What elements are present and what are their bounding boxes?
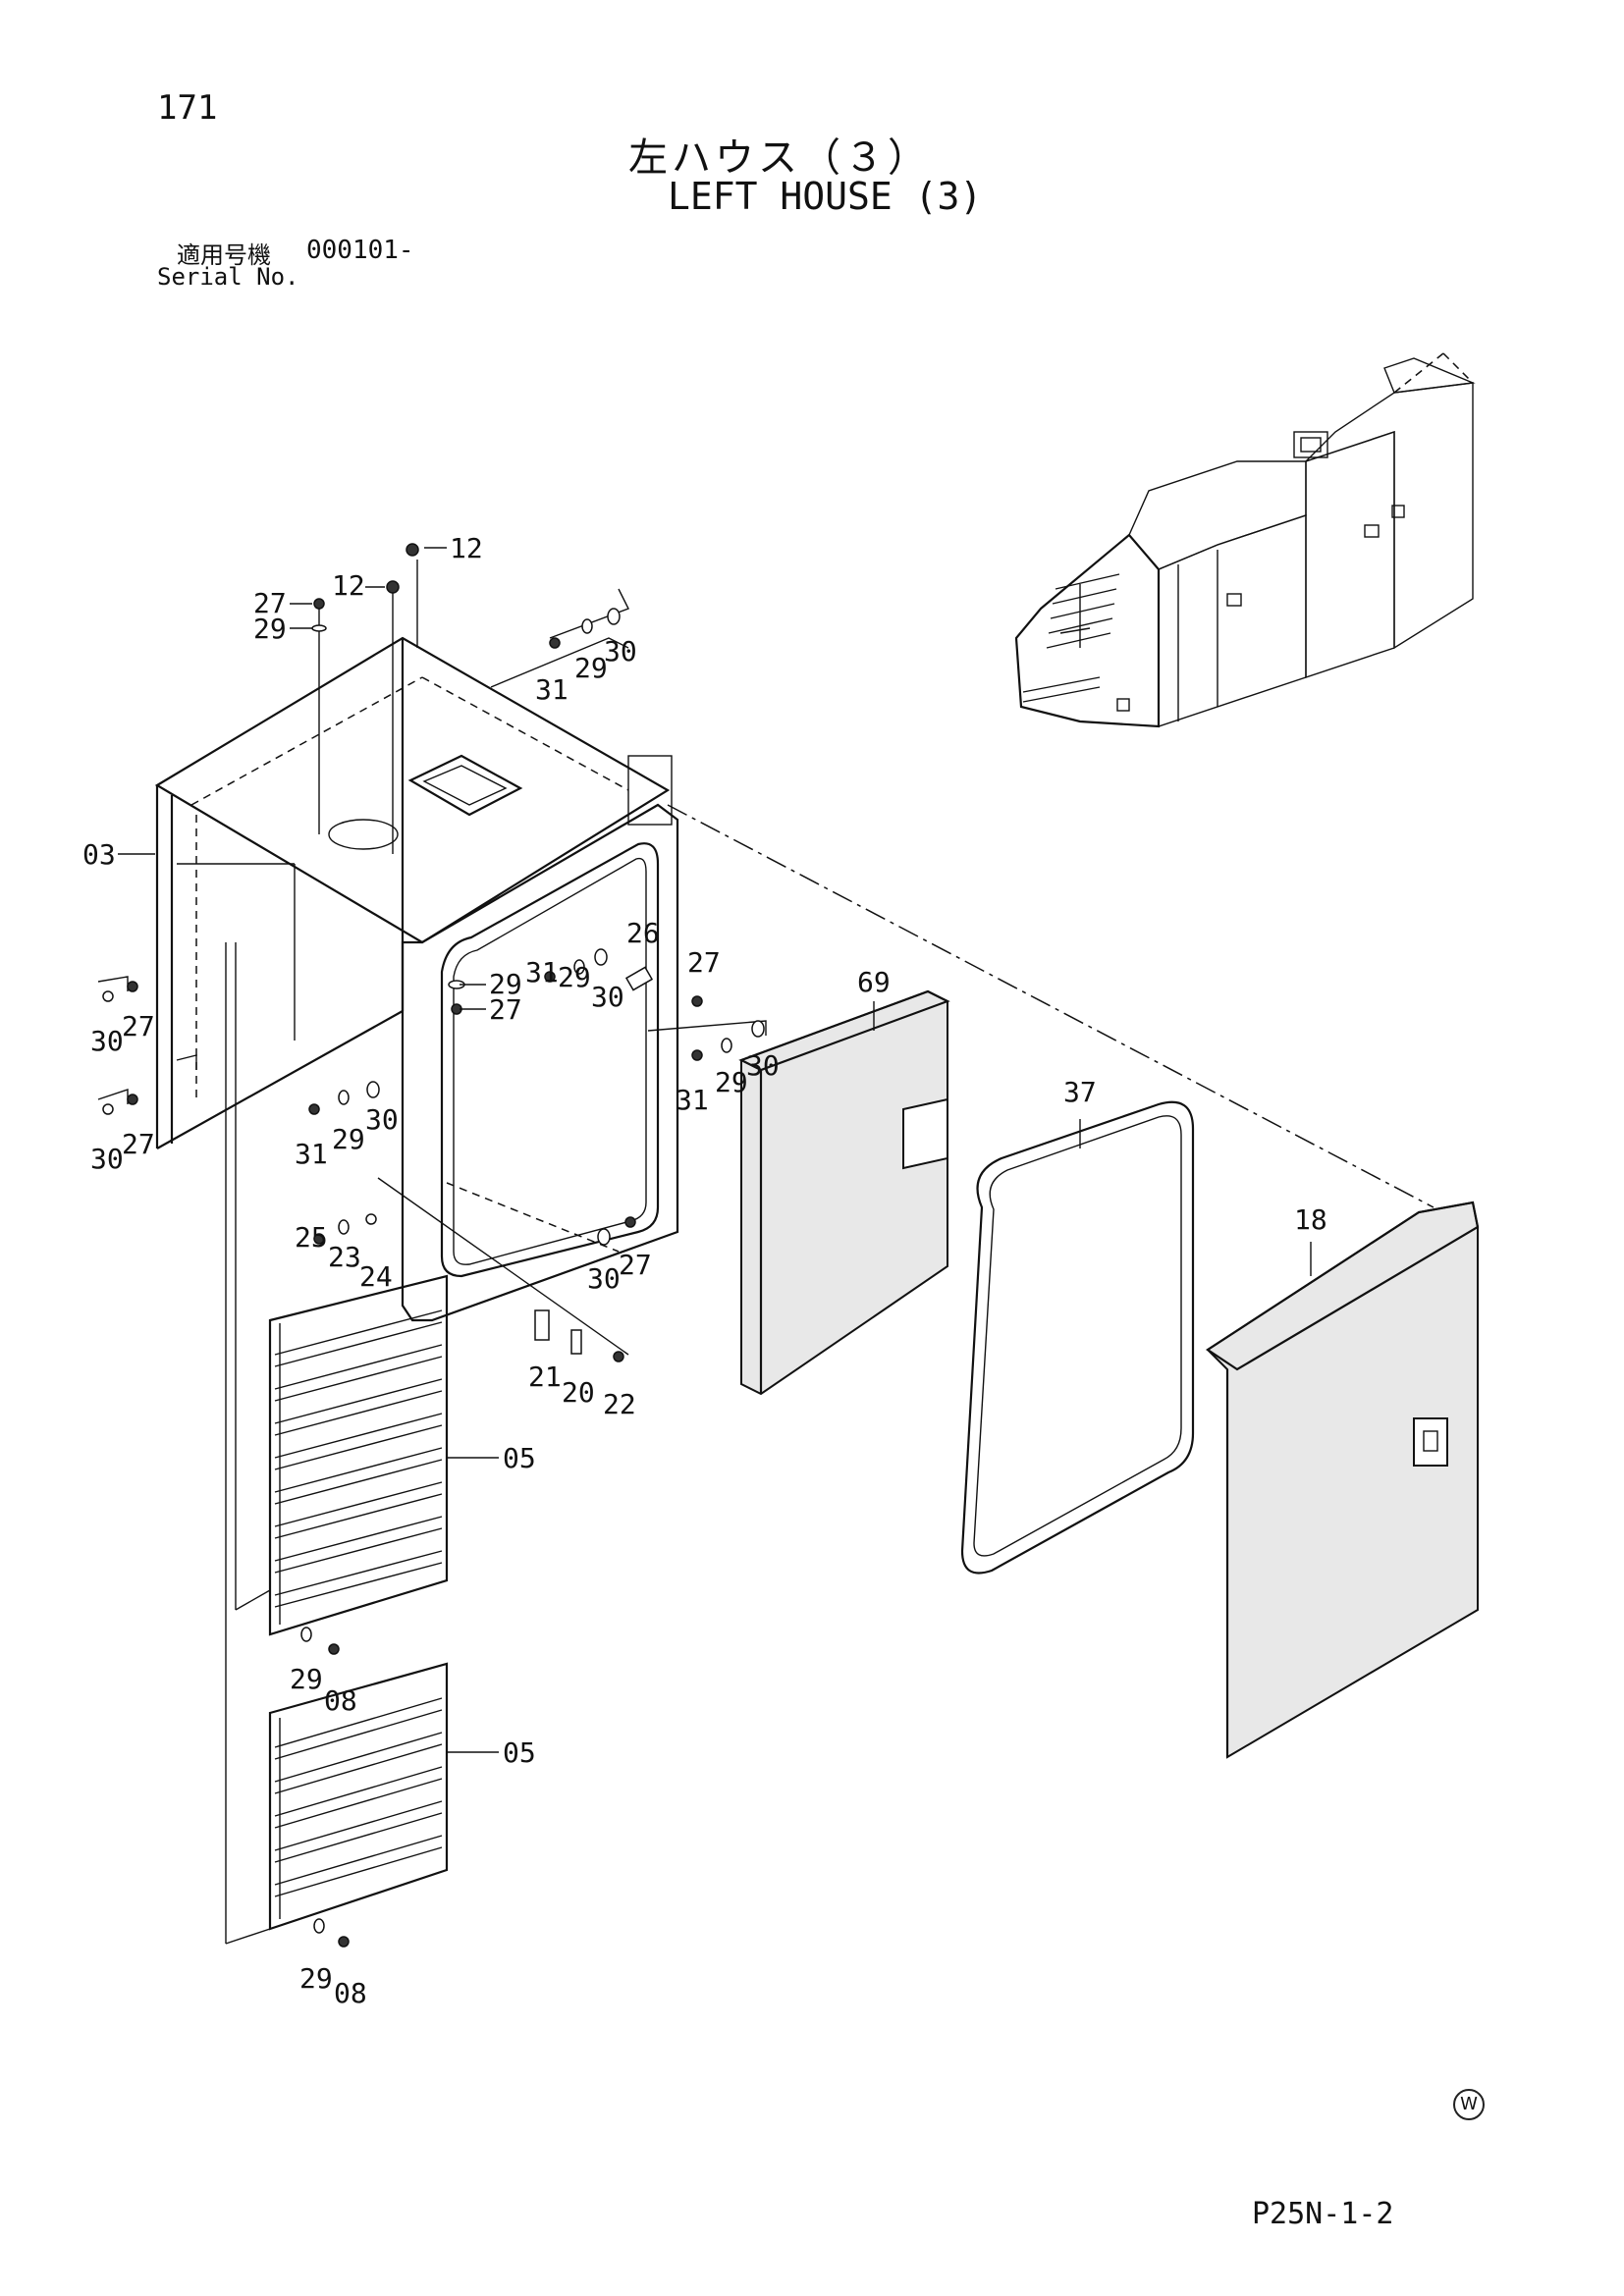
callout-29: 29 xyxy=(558,961,591,993)
callout-27: 27 xyxy=(687,946,721,979)
callout-29: 29 xyxy=(574,652,608,684)
callout-25: 25 xyxy=(295,1221,328,1254)
callout-27: 27 xyxy=(122,1010,155,1042)
callout-20: 20 xyxy=(562,1376,595,1409)
callout-05-upper: 05 xyxy=(503,1442,536,1474)
serial-label-english: Serial No. xyxy=(157,263,299,291)
callout-30: 30 xyxy=(591,981,624,1013)
w-mark-icon: W xyxy=(1453,2089,1485,2120)
hardware-fasteners xyxy=(102,543,765,1948)
page-number: 171 xyxy=(157,88,218,128)
callout-30: 30 xyxy=(604,635,637,667)
callout-30: 30 xyxy=(90,1143,124,1175)
callout-08: 08 xyxy=(324,1684,357,1717)
callout-12-top: 12 xyxy=(450,532,483,564)
title-english: LEFT HOUSE (3) xyxy=(668,175,983,218)
callout-37: 37 xyxy=(1063,1076,1097,1108)
callout-05-lower: 05 xyxy=(503,1736,536,1769)
callout-30: 30 xyxy=(587,1262,621,1295)
callout-27: 27 xyxy=(122,1128,155,1160)
callout-18: 18 xyxy=(1294,1203,1327,1236)
serial-label-japanese: 適用号機 xyxy=(177,241,271,269)
serial-number-value: 000101- xyxy=(306,236,414,265)
callout-labels: 12 12 27 29 31 29 30 03 30 27 30 27 31 2… xyxy=(82,532,1327,2009)
louver-panel-05-upper xyxy=(268,1274,449,1636)
insulation-pad-69 xyxy=(738,989,950,1396)
callout-30: 30 xyxy=(90,1025,124,1057)
drawing-code: P25N-1-2 xyxy=(1252,2197,1394,2231)
callout-31: 31 xyxy=(535,673,568,706)
callout-29: 29 xyxy=(715,1066,748,1098)
callout-03: 03 xyxy=(82,838,116,871)
house-frame-03 xyxy=(154,636,679,1322)
callout-21: 21 xyxy=(528,1361,562,1393)
callout-29: 29 xyxy=(332,1123,365,1155)
callout-31: 31 xyxy=(676,1084,709,1116)
callout-31: 31 xyxy=(525,956,559,988)
callout-27: 27 xyxy=(619,1249,652,1281)
callout-30: 30 xyxy=(746,1049,780,1082)
side-door-18 xyxy=(1206,1201,1480,1759)
callout-29: 29 xyxy=(299,1962,333,1995)
machine-housing-inset xyxy=(1014,352,1476,728)
callout-23: 23 xyxy=(328,1241,361,1273)
callout-08: 08 xyxy=(334,1977,367,2009)
callout-27: 27 xyxy=(253,587,287,619)
leader-lines xyxy=(118,547,1312,1753)
door-seal-37 xyxy=(960,1100,1195,1575)
callout-27: 27 xyxy=(489,993,522,1026)
callout-12: 12 xyxy=(332,569,365,602)
callout-29: 29 xyxy=(489,968,522,1000)
callout-29: 29 xyxy=(253,613,287,645)
callout-24: 24 xyxy=(359,1260,393,1293)
callout-29: 29 xyxy=(290,1663,323,1695)
louver-panel-05-lower xyxy=(268,1662,449,1931)
callout-31: 31 xyxy=(295,1138,328,1170)
callout-30: 30 xyxy=(365,1103,399,1136)
assembly-lines xyxy=(97,560,1435,1945)
callout-69: 69 xyxy=(857,966,891,998)
callout-26: 26 xyxy=(626,917,660,949)
callout-22: 22 xyxy=(603,1388,636,1420)
title-japanese: 左ハウス（３） xyxy=(628,135,931,181)
